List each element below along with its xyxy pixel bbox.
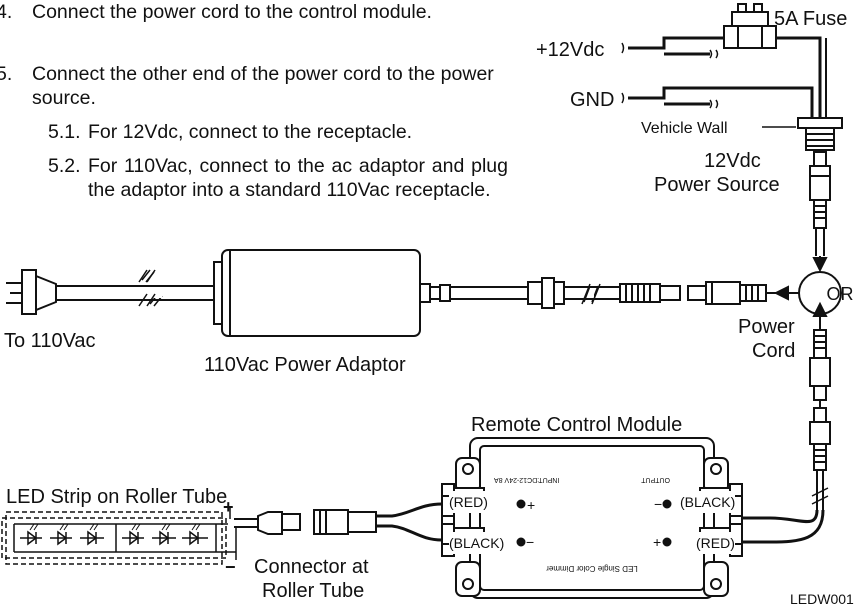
- right-red-label: (RED): [696, 532, 735, 554]
- connector-line2: Roller Tube: [262, 580, 365, 602]
- connector-line1: Connector at: [254, 556, 369, 578]
- step-5-1-text: For 12Vdc, connect to the receptacle.: [88, 121, 413, 143]
- remote-control-module: [441, 437, 743, 599]
- figure-id-label: LEDW001: [790, 591, 854, 607]
- step-5-text: Connect the other end of the power cord …: [32, 63, 494, 109]
- module-printed-text: OUTPUT INPUT:DC12-24V 8A LED Single Colo…: [494, 476, 670, 573]
- power-source-line1: 12Vdc: [704, 150, 761, 172]
- or-label: OR: [827, 284, 854, 304]
- upper-plug: [809, 151, 831, 256]
- power-cord-line1: Power: [738, 316, 795, 338]
- step-5-2: 5.2. For 110Vac, connect to the ac adapt…: [0, 154, 520, 228]
- step-5-number: 5.: [0, 63, 13, 85]
- module-left-plus: +: [527, 497, 535, 513]
- module-name-label: LED Single Color Dimmer: [546, 564, 638, 573]
- left-red-label: (RED): [449, 491, 488, 513]
- module-right-minus: −: [654, 496, 662, 512]
- remote-module-label: Remote Control Module: [471, 414, 683, 436]
- led-strip-label: LED Strip on Roller Tube: [6, 486, 228, 508]
- step-5-2-number: 5.2.: [48, 155, 81, 177]
- right-black-label: (BLACK): [680, 491, 736, 513]
- led-diodes: [20, 523, 208, 546]
- roller-tube-connector: [257, 509, 377, 535]
- strip-minus-label: −: [225, 557, 236, 577]
- led-strip: [1, 511, 236, 565]
- power-adaptor: [213, 249, 452, 337]
- module-output-label: OUTPUT: [641, 476, 671, 483]
- step-4: 4. Connect the power cord to the control…: [0, 0, 520, 50]
- power-cord-lower-plug: [809, 329, 831, 471]
- module-left-minus: −: [526, 534, 534, 550]
- step-4-text: Connect the power cord to the control mo…: [32, 1, 432, 23]
- ferrite-bead: [527, 277, 565, 309]
- gnd-label: GND: [570, 89, 615, 111]
- fuse-holder: [723, 3, 777, 49]
- step-5-1-number: 5.1.: [48, 121, 81, 143]
- adaptor-barrel-plug: [619, 283, 681, 303]
- step-4-number: 4.: [0, 1, 13, 23]
- step-5-2-text: For 110Vac, connect to the ac adaptor an…: [88, 155, 508, 201]
- fuse-label: 5A Fuse: [774, 8, 848, 30]
- vehicle-receptacle: [762, 117, 843, 151]
- power-cord-line2: Cord: [752, 340, 796, 362]
- step-5: 5. Connect the other end of the power co…: [0, 62, 520, 112]
- plus-12vdc-label: +12Vdc: [536, 39, 605, 61]
- module-right-plus: +: [653, 534, 661, 550]
- vehicle-wall-label: Vehicle Wall: [641, 120, 728, 137]
- module-input-label: INPUT:DC12-24V 8A: [494, 476, 560, 483]
- step-5-1: 5.1. For 12Vdc, connect to the receptacl…: [0, 120, 520, 146]
- left-black-label: (BLACK): [449, 532, 505, 554]
- power-source-line2: Power Source: [654, 174, 780, 196]
- to-110vac-label: To 110Vac: [4, 330, 96, 352]
- power-cord-jack: [687, 281, 767, 305]
- ac-plug: [6, 269, 57, 315]
- adaptor-label: 110Vac Power Adaptor: [204, 354, 406, 376]
- strip-plus-label: +: [223, 497, 234, 517]
